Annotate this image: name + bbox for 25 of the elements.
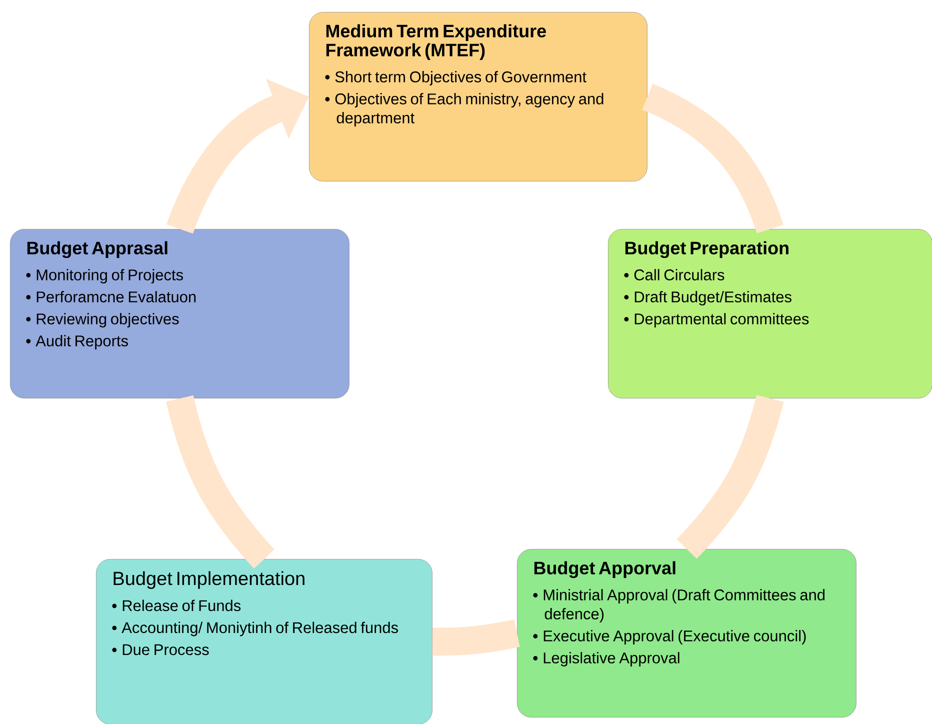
bullet-item: Legislative Approval (544, 652, 680, 666)
bullet-item: Call Circulars (634, 269, 724, 280)
box-heading: Budget Apporval (534, 561, 676, 578)
bullet-item: Audit Reports (36, 335, 128, 350)
bullet-item: Short term Objectives of Government (335, 71, 586, 86)
bullet-item: Departmental committees (634, 313, 809, 328)
bullet-item: Reviewing objectives (36, 313, 179, 328)
bullet-item: Ministrial Approval (Draft Committees and defence) (544, 589, 825, 622)
stage-box (309, 12, 648, 182)
box-heading: Medium Term Expenditure Framework (MTEF) (326, 24, 546, 60)
box-heading: Budget Implementation (114, 571, 304, 589)
stage-box (10, 229, 350, 398)
box-heading: Budget Preparation (625, 241, 788, 258)
bullet-item: Due Process (122, 644, 209, 656)
bullet-item: Accounting/ Moniytinh of Released funds (122, 622, 398, 636)
bullet-item: Draft Budget/Estimates (634, 291, 792, 306)
stage-box (608, 229, 932, 398)
bullet-item: Monitoring of Projects (36, 269, 183, 284)
bullet-item: Executive Approval (Executive council) (544, 630, 806, 644)
stage-box (96, 559, 432, 724)
bullet-item: Release of Funds (122, 600, 241, 612)
stage-box (517, 549, 856, 718)
bullet-item: Objectives of Each ministry, agency and department (335, 93, 604, 126)
bullet-item: Perforamcne Evalatuon (36, 291, 196, 302)
box-heading: Budget Apprasal (27, 241, 168, 258)
